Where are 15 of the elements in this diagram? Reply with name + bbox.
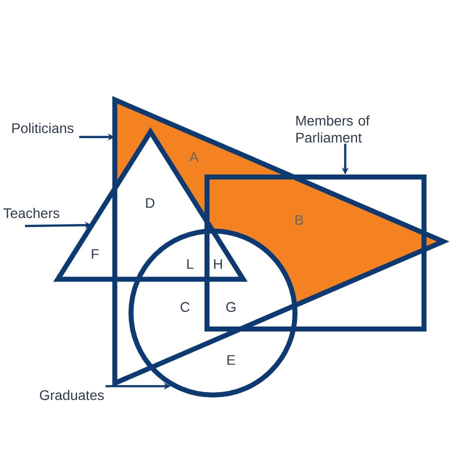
region-letter: B [296, 215, 303, 225]
circle-outline [128, 228, 298, 398]
set-label: Graduates [40, 390, 104, 400]
rectangle-outline [204, 174, 426, 332]
region-letter: A [189, 152, 199, 162]
region-letter: G [226, 302, 236, 312]
region-letter: C [180, 302, 190, 312]
region-letter: E [228, 355, 236, 365]
set-label: Politicians [12, 122, 74, 134]
region-letter: F [92, 249, 99, 259]
set-label: Members of Parliament [296, 115, 370, 143]
region-letter: H [214, 259, 222, 269]
region-letter: D [146, 198, 154, 208]
region-letter: L [187, 259, 194, 269]
set-label: Teachers [4, 208, 60, 218]
